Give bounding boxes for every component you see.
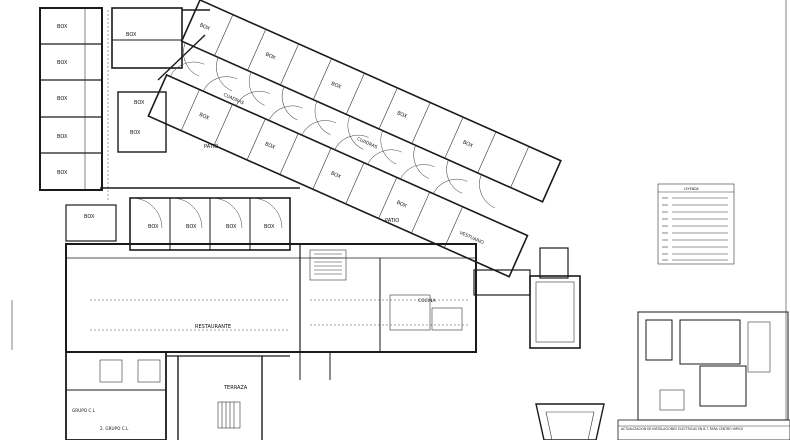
- legend-header: LEYENDA: [684, 187, 700, 191]
- room-label-box: BOX: [264, 52, 276, 62]
- restaurant-block: RESTAURANTE COCINA: [65, 243, 581, 353]
- room-label-box: BOX: [396, 110, 408, 120]
- room-label-box: BOX: [198, 112, 210, 122]
- room-label-box: BOX: [134, 100, 145, 106]
- top-boxes: BOX BOX BOX: [111, 7, 210, 153]
- room-label-box: BOX: [395, 200, 407, 210]
- room-label-box: BOX: [186, 224, 197, 230]
- room-label-cocina: COCINA: [418, 298, 437, 304]
- room-label-box: BOX: [330, 170, 342, 180]
- corridor-label-cuadras: CUADRAS: [356, 136, 379, 150]
- room-label-box: BOX: [199, 22, 211, 32]
- area-label-patio: PATIO: [385, 218, 399, 224]
- room-label-restaurante: RESTAURANTE: [195, 324, 231, 330]
- room-label-box: BOX: [264, 141, 276, 151]
- title-block: ACTUALIZACION DE INSTALACIONES ELECTRICA…: [617, 419, 790, 440]
- room-label-box: BOX: [148, 224, 159, 230]
- legend: LEYENDA: [657, 183, 735, 265]
- room-label-box: BOX: [130, 130, 141, 136]
- room-label-box: BOX: [462, 139, 474, 149]
- room-label-box: BOX: [57, 170, 68, 176]
- area-label-terraza: TERRAZA: [223, 385, 248, 391]
- area-label-patio: PATIO: [204, 144, 218, 150]
- room-label-box: BOX: [226, 224, 237, 230]
- room-label-box: BOX: [57, 96, 68, 102]
- lower-block: TERRAZA GRUPO C.L 2. GRUPO C.L: [65, 351, 331, 440]
- bottom-trapezoid: [535, 403, 605, 440]
- room-label-box: BOX: [330, 81, 342, 91]
- diagonal-box-wing: BOX BOX BOX BOX BOX BOX BOX BOX BOX CUAD…: [147, 0, 562, 278]
- room-label-box: BOX: [57, 60, 68, 66]
- room-label-box: BOX: [57, 24, 68, 30]
- room-label-box: BOX: [264, 224, 275, 230]
- left-box-wing: BOX BOX BOX BOX BOX: [39, 7, 109, 200]
- room-label-box: BOX: [57, 134, 68, 140]
- room-label-box: BOX: [126, 32, 137, 38]
- room-label-box: BOX: [84, 214, 95, 220]
- room-label-grupo-cl-2: 2. GRUPO C.L: [100, 426, 129, 431]
- middle-box-row: BOX BOX BOX BOX BOX: [65, 187, 300, 251]
- detail-inset: [637, 311, 789, 421]
- drawing-title: ACTUALIZACION DE INSTALACIONES ELECTRICA…: [621, 427, 744, 431]
- room-label-grupo-cl-1: GRUPO C.L: [72, 408, 96, 413]
